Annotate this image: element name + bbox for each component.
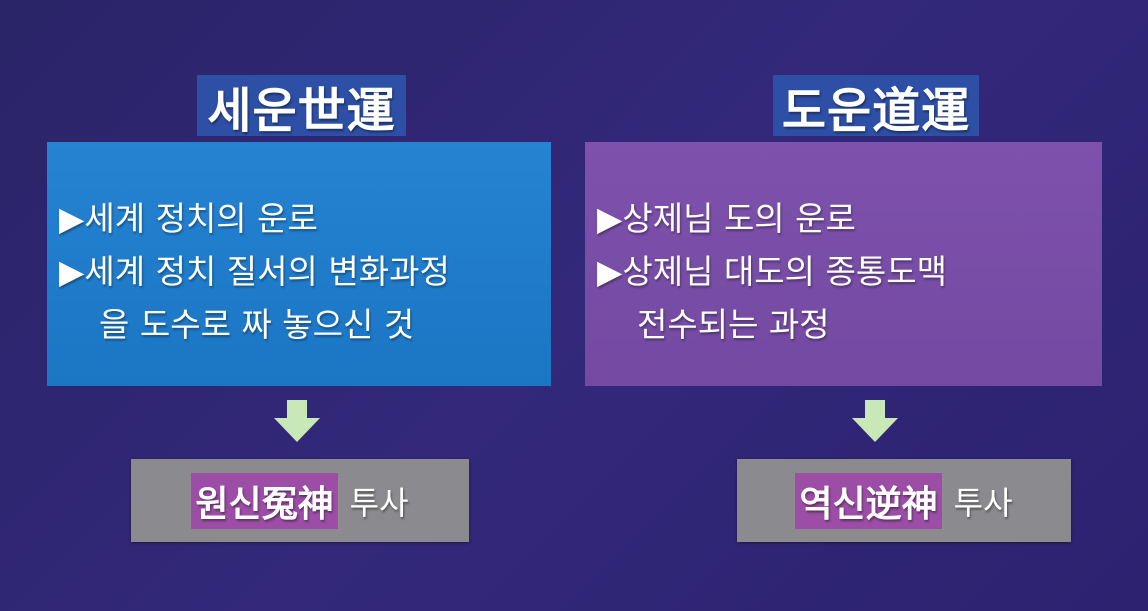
down-arrow-icon xyxy=(852,400,898,442)
left-title: 세운世運 xyxy=(197,75,406,139)
bullet-line: ▶상제님 대도의 종통도맥 xyxy=(597,252,947,291)
left-description-panel: ▶세계 정치의 운로 ▶세계 정치 질서의 변화과정 을 도수로 짜 놓으신 것 xyxy=(47,142,551,386)
right-result-box: 역신逆神 투사 xyxy=(737,459,1071,542)
down-arrow-icon xyxy=(274,400,320,442)
right-description-panel: ▶상제님 도의 운로 ▶상제님 대도의 종통도맥 전수되는 과정 xyxy=(585,142,1102,386)
result-suffix: 투사 xyxy=(349,483,409,522)
result-suffix: 투사 xyxy=(953,483,1013,522)
result-highlight: 원신冤神 xyxy=(191,472,338,529)
bullet-line: 전수되는 과정 xyxy=(637,305,830,344)
bullet-line: ▶세계 정치 질서의 변화과정 xyxy=(59,252,450,291)
right-title: 도운道運 xyxy=(773,75,979,139)
left-result-box: 원신冤神 투사 xyxy=(131,459,469,542)
result-highlight: 역신逆神 xyxy=(795,472,942,529)
bullet-line: ▶세계 정치의 운로 xyxy=(59,199,318,238)
bullet-line: 을 도수로 짜 놓으신 것 xyxy=(99,305,415,344)
bullet-line: ▶상제님 도의 운로 xyxy=(597,199,856,238)
